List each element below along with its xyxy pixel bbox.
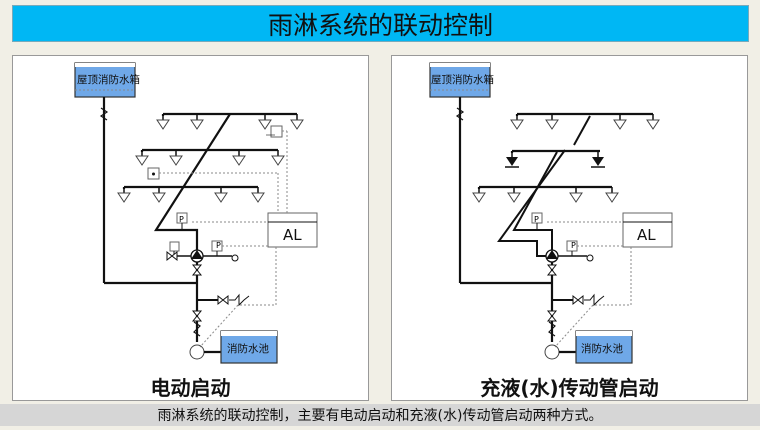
- solenoid-valve-box: [169, 241, 180, 252]
- open-sprinkler-icon: [569, 192, 583, 203]
- alarm-controller: [622, 212, 673, 248]
- open-sprinkler-icon: [613, 119, 627, 130]
- gate-valve-icon: [546, 310, 558, 322]
- gate-valve-icon: [191, 310, 203, 322]
- heat-detector-dot: [152, 172, 155, 176]
- hydraulic-start-label: 充液(水)传动管启动: [480, 376, 659, 400]
- pressure-switch-label: P: [179, 215, 184, 224]
- open-sprinkler-icon: [214, 192, 228, 203]
- check-valve-icon: [99, 107, 109, 121]
- open-sprinkler-icon: [156, 119, 170, 130]
- transmission-pipe: [573, 115, 591, 146]
- open-sprinkler-icon: [152, 192, 166, 203]
- roof-tank-label: 屋顶消防水箱: [77, 73, 140, 86]
- open-sprinkler-icon: [472, 192, 486, 203]
- open-sprinkler-icon: [251, 192, 265, 203]
- deluge-valve-icon: [191, 250, 203, 259]
- open-sprinkler-icon: [258, 119, 272, 130]
- feed-pipe: [153, 113, 231, 250]
- open-sprinkler-icon: [117, 192, 131, 203]
- alarm-label: AL: [637, 226, 656, 244]
- electric-start-diagram: [74, 62, 318, 364]
- open-sprinkler-icon: [290, 119, 304, 130]
- hydraulic-start-diagram: [429, 62, 673, 364]
- open-sprinkler-icon: [510, 119, 524, 130]
- roof-tank-air: [75, 63, 135, 67]
- pressure-switch-label: P: [534, 215, 539, 224]
- open-sprinkler-icon: [232, 155, 246, 166]
- footer-caption: 雨淋系统的联动控制，主要有电动启动和充液(水)传动管启动两种方式。: [0, 404, 760, 426]
- pump-icon: [189, 344, 205, 360]
- open-sprinkler-icon: [169, 155, 183, 166]
- open-sprinkler-icon: [271, 155, 285, 166]
- alarm-label: AL: [283, 226, 302, 244]
- check-valve-icon: [455, 107, 465, 121]
- deluge-valve-icon: [546, 250, 558, 259]
- signal-line-pump: [554, 247, 632, 348]
- test-valve-icon: [572, 294, 584, 306]
- check-valve-icon: [193, 321, 201, 337]
- pool-air: [221, 331, 277, 336]
- test-valve-icon: [584, 293, 605, 307]
- pressure-switch-label: P: [571, 241, 576, 250]
- test-valve-icon: [217, 294, 229, 306]
- drain-outlet: [231, 254, 239, 262]
- pressure-switch-label: P: [216, 241, 221, 250]
- open-sprinkler-icon: [605, 192, 619, 203]
- transmission-pipe: [497, 149, 566, 257]
- signal-line-pump: [199, 247, 277, 348]
- drain-outlet: [586, 254, 594, 262]
- pump-icon: [544, 344, 560, 360]
- check-valve-icon: [548, 321, 556, 337]
- open-sprinkler-icon: [507, 192, 521, 203]
- pool-label: 消防水池: [227, 342, 269, 355]
- gate-valve-icon: [546, 264, 558, 276]
- alarm-controller: [267, 212, 318, 248]
- hydraulic-start-panel: [391, 55, 748, 401]
- open-sprinkler-icon: [545, 119, 559, 130]
- roof-tank-label: 屋顶消防水箱: [431, 73, 494, 86]
- pool-air: [576, 331, 632, 336]
- closed-sprinkler-icon: [506, 157, 518, 166]
- pool-label: 消防水池: [581, 342, 623, 355]
- page-title: 雨淋系统的联动控制: [12, 5, 749, 42]
- open-sprinkler-icon: [646, 119, 660, 130]
- smoke-detector: [270, 125, 283, 138]
- open-sprinkler-icon: [135, 155, 149, 166]
- test-valve-icon: [166, 250, 178, 262]
- test-valve-icon: [229, 293, 250, 307]
- transmission-pipe: [512, 151, 558, 250]
- closed-sprinkler-icon: [592, 157, 604, 166]
- roof-tank-air: [430, 63, 490, 67]
- gate-valve-icon: [191, 264, 203, 276]
- electric-start-label: 电动启动: [150, 376, 231, 400]
- open-sprinkler-icon: [190, 119, 204, 130]
